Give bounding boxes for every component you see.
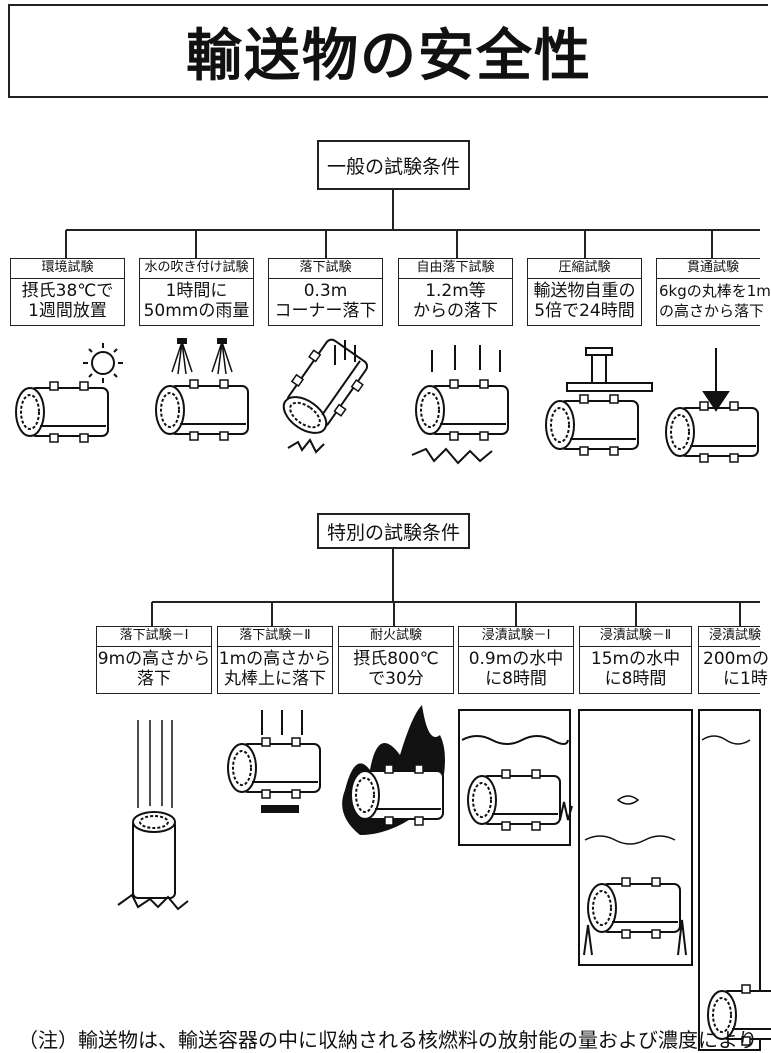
footnote: （注）輸送物は、輸送容器の中に収納される核燃料の放射能の量および濃度により: [18, 1028, 758, 1052]
compression-illustration: [545, 347, 653, 456]
test-name: 浸漬試験－Ⅰ: [459, 627, 573, 647]
page-title: 輸送物の安全性: [186, 23, 592, 89]
penetration-illustration: [665, 348, 759, 463]
immersion-three-illustration: [698, 709, 771, 1051]
test-name: 浸漬試験: [699, 627, 761, 647]
special-test-card: 浸漬試験－Ⅱ 15mの水中に8時間: [579, 626, 692, 694]
drop-test-illustration: [271, 332, 376, 445]
test-condition-line1: 1.2m等: [425, 281, 486, 301]
special-conditions-label: 特別の試験条件: [317, 513, 470, 549]
test-condition-line2: に1時: [723, 669, 768, 689]
test-condition-line1: 1時間に: [165, 281, 228, 301]
fire-illustration: [342, 705, 445, 835]
test-condition-line2: 5倍で24時間: [534, 301, 635, 321]
test-condition-line2: からの落下: [413, 301, 498, 321]
test-name: 落下試験: [269, 259, 382, 279]
special-conditions-text: 特別の試験条件: [326, 521, 460, 544]
free-drop-illustration: [411, 345, 509, 465]
drop-motion-lines: [287, 340, 356, 454]
test-condition-line2: で30分: [368, 669, 424, 689]
test-condition-line1: 0.9mの水中: [468, 649, 564, 669]
test-name: 落下試験－Ⅰ: [97, 627, 211, 647]
test-name: 貫通試験: [657, 259, 760, 279]
test-name: 落下試験－Ⅱ: [218, 627, 332, 647]
special-test-card: 浸漬試験－Ⅰ 0.9mの水中に8時間: [458, 626, 574, 694]
test-condition-line1: 9mの高さから: [97, 649, 211, 669]
water-spray-illustration: [155, 338, 249, 441]
test-condition-line1: 1mの高さから: [218, 649, 332, 669]
test-condition-line2: 丸棒上に落下: [224, 669, 326, 689]
test-name: 環境試験: [11, 259, 124, 279]
test-name: 自由落下試験: [399, 259, 512, 279]
test-condition-line2: の高さから落下: [659, 302, 765, 320]
test-condition-line1: 摂氏38℃で: [21, 281, 114, 301]
test-condition-line2: 50mmの雨量: [143, 301, 250, 321]
drop-two-illustration: [227, 710, 321, 813]
test-name: 耐火試験: [339, 627, 453, 647]
test-condition-line1: 200mの: [703, 649, 770, 669]
test-condition-line2: に8時間: [604, 669, 667, 689]
test-condition-line1: 輸送物自重の: [533, 281, 636, 301]
test-name: 水の吹き付け試験: [140, 259, 253, 279]
test-condition-line1: 摂氏800℃: [353, 649, 439, 669]
special-test-card: 浸漬試験 200mのに1時: [698, 626, 770, 694]
test-condition-line1: 0.3m: [303, 281, 348, 301]
general-test-card: 貫通試験 6kgの丸棒を1m の高さから落下: [656, 258, 771, 326]
test-name: 浸漬試験－Ⅱ: [580, 627, 691, 647]
test-condition-line2: 落下: [137, 669, 171, 689]
test-condition-line1: 15mの水中: [590, 649, 681, 669]
general-test-card: 自由落下試験 1.2m等からの落下: [398, 258, 513, 326]
immersion-two-illustration: [578, 709, 693, 966]
title-box: 輸送物の安全性: [8, 4, 768, 98]
test-condition-line2: 1週間放置: [28, 301, 107, 321]
special-test-card: 落下試験－Ⅰ 9mの高さから落下: [96, 626, 212, 694]
environment-test-illustration: [15, 343, 123, 443]
test-condition-line2: に8時間: [485, 669, 547, 689]
general-conditions-text: 一般の試験条件: [326, 155, 460, 178]
drop-one-illustration: [117, 720, 189, 911]
test-condition-line1: 6kgの丸棒を1m: [659, 282, 771, 300]
immersion-one-illustration: [458, 709, 573, 846]
special-test-card: 落下試験－Ⅱ 1mの高さから丸棒上に落下: [217, 626, 333, 694]
general-conditions-label: 一般の試験条件: [317, 140, 470, 190]
test-name: 圧縮試験: [528, 259, 641, 279]
test-condition-line2: コーナー落下: [274, 301, 377, 321]
